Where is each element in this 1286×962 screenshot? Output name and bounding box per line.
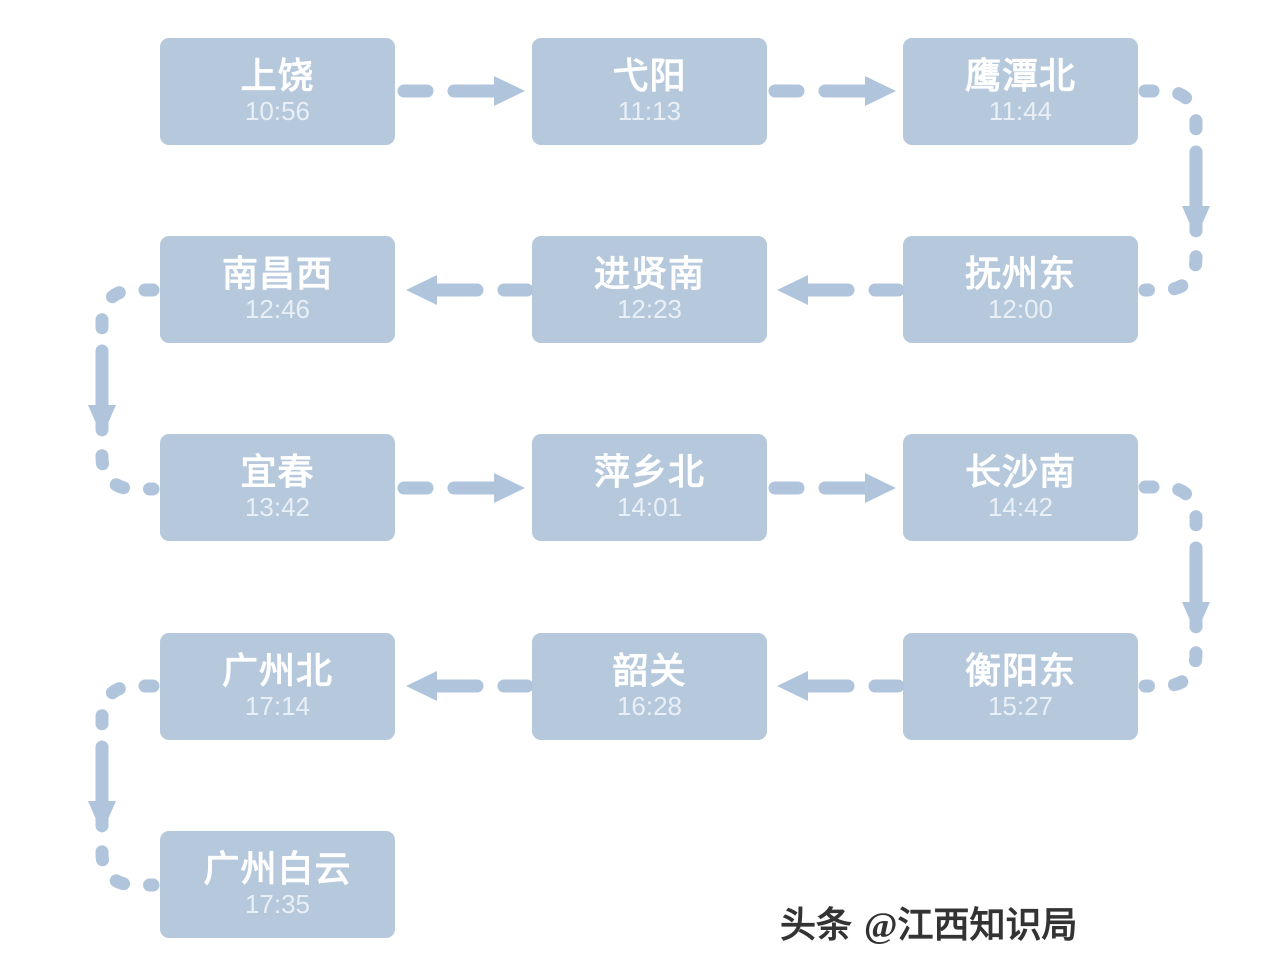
station-time: 10:56	[244, 96, 311, 127]
corner-connector-down-icon	[88, 679, 160, 892]
station-time: 12:00	[987, 294, 1054, 325]
arrow-left-icon	[406, 671, 534, 701]
station-box: 南昌西 12:46	[160, 236, 395, 343]
station-box: 抚州东 12:00	[903, 236, 1138, 343]
arrow-left-icon	[406, 275, 534, 305]
station-time: 13:42	[244, 492, 311, 523]
station-time: 16:28	[616, 691, 683, 722]
station-box: 上饶 10:56	[160, 38, 395, 145]
station-time: 12:46	[244, 294, 311, 325]
station-name: 抚州东	[964, 253, 1076, 295]
station-name: 上饶	[240, 55, 315, 97]
station-box: 萍乡北 14:01	[532, 434, 767, 541]
watermark-handle: @江西知识局	[864, 905, 1078, 945]
station-box: 韶关 16:28	[532, 633, 767, 740]
station-box: 广州白云 17:35	[160, 831, 395, 938]
corner-connector-down-icon	[1138, 84, 1210, 297]
watermark-brand: 头条	[780, 904, 853, 945]
station-name: 韶关	[612, 650, 687, 692]
station-box: 弋阳 11:13	[532, 38, 767, 145]
station-time: 14:01	[616, 492, 683, 523]
station-time: 17:35	[244, 889, 311, 920]
station-name: 广州白云	[203, 848, 352, 890]
station-time: 11:44	[988, 96, 1053, 127]
station-time: 14:42	[987, 492, 1054, 523]
station-box: 宜春 13:42	[160, 434, 395, 541]
arrow-left-icon	[777, 275, 905, 305]
watermark: 头条 @江西知识局	[780, 896, 1078, 948]
station-name: 广州北	[221, 650, 333, 692]
station-time: 12:23	[616, 294, 683, 325]
station-name: 长沙南	[964, 451, 1076, 493]
station-name: 弋阳	[612, 55, 687, 97]
station-name: 南昌西	[221, 253, 333, 295]
station-box: 鹰潭北 11:44	[903, 38, 1138, 145]
corner-connector-down-icon	[88, 283, 160, 496]
arrow-right-icon	[397, 473, 525, 503]
station-time: 15:27	[987, 691, 1054, 722]
corner-connector-down-icon	[1138, 480, 1210, 693]
station-name: 鹰潭北	[964, 55, 1076, 97]
arrow-right-icon	[397, 76, 525, 106]
station-box: 进贤南 12:23	[532, 236, 767, 343]
station-time: 11:13	[617, 96, 682, 127]
station-box: 长沙南 14:42	[903, 434, 1138, 541]
arrow-left-icon	[777, 671, 905, 701]
arrow-right-icon	[768, 473, 896, 503]
station-time: 17:14	[244, 691, 311, 722]
station-name: 宜春	[240, 451, 315, 493]
station-box: 衡阳东 15:27	[903, 633, 1138, 740]
station-name: 进贤南	[593, 253, 705, 295]
station-box: 广州北 17:14	[160, 633, 395, 740]
station-name: 衡阳东	[964, 650, 1076, 692]
arrow-right-icon	[768, 76, 896, 106]
station-name: 萍乡北	[593, 451, 705, 493]
